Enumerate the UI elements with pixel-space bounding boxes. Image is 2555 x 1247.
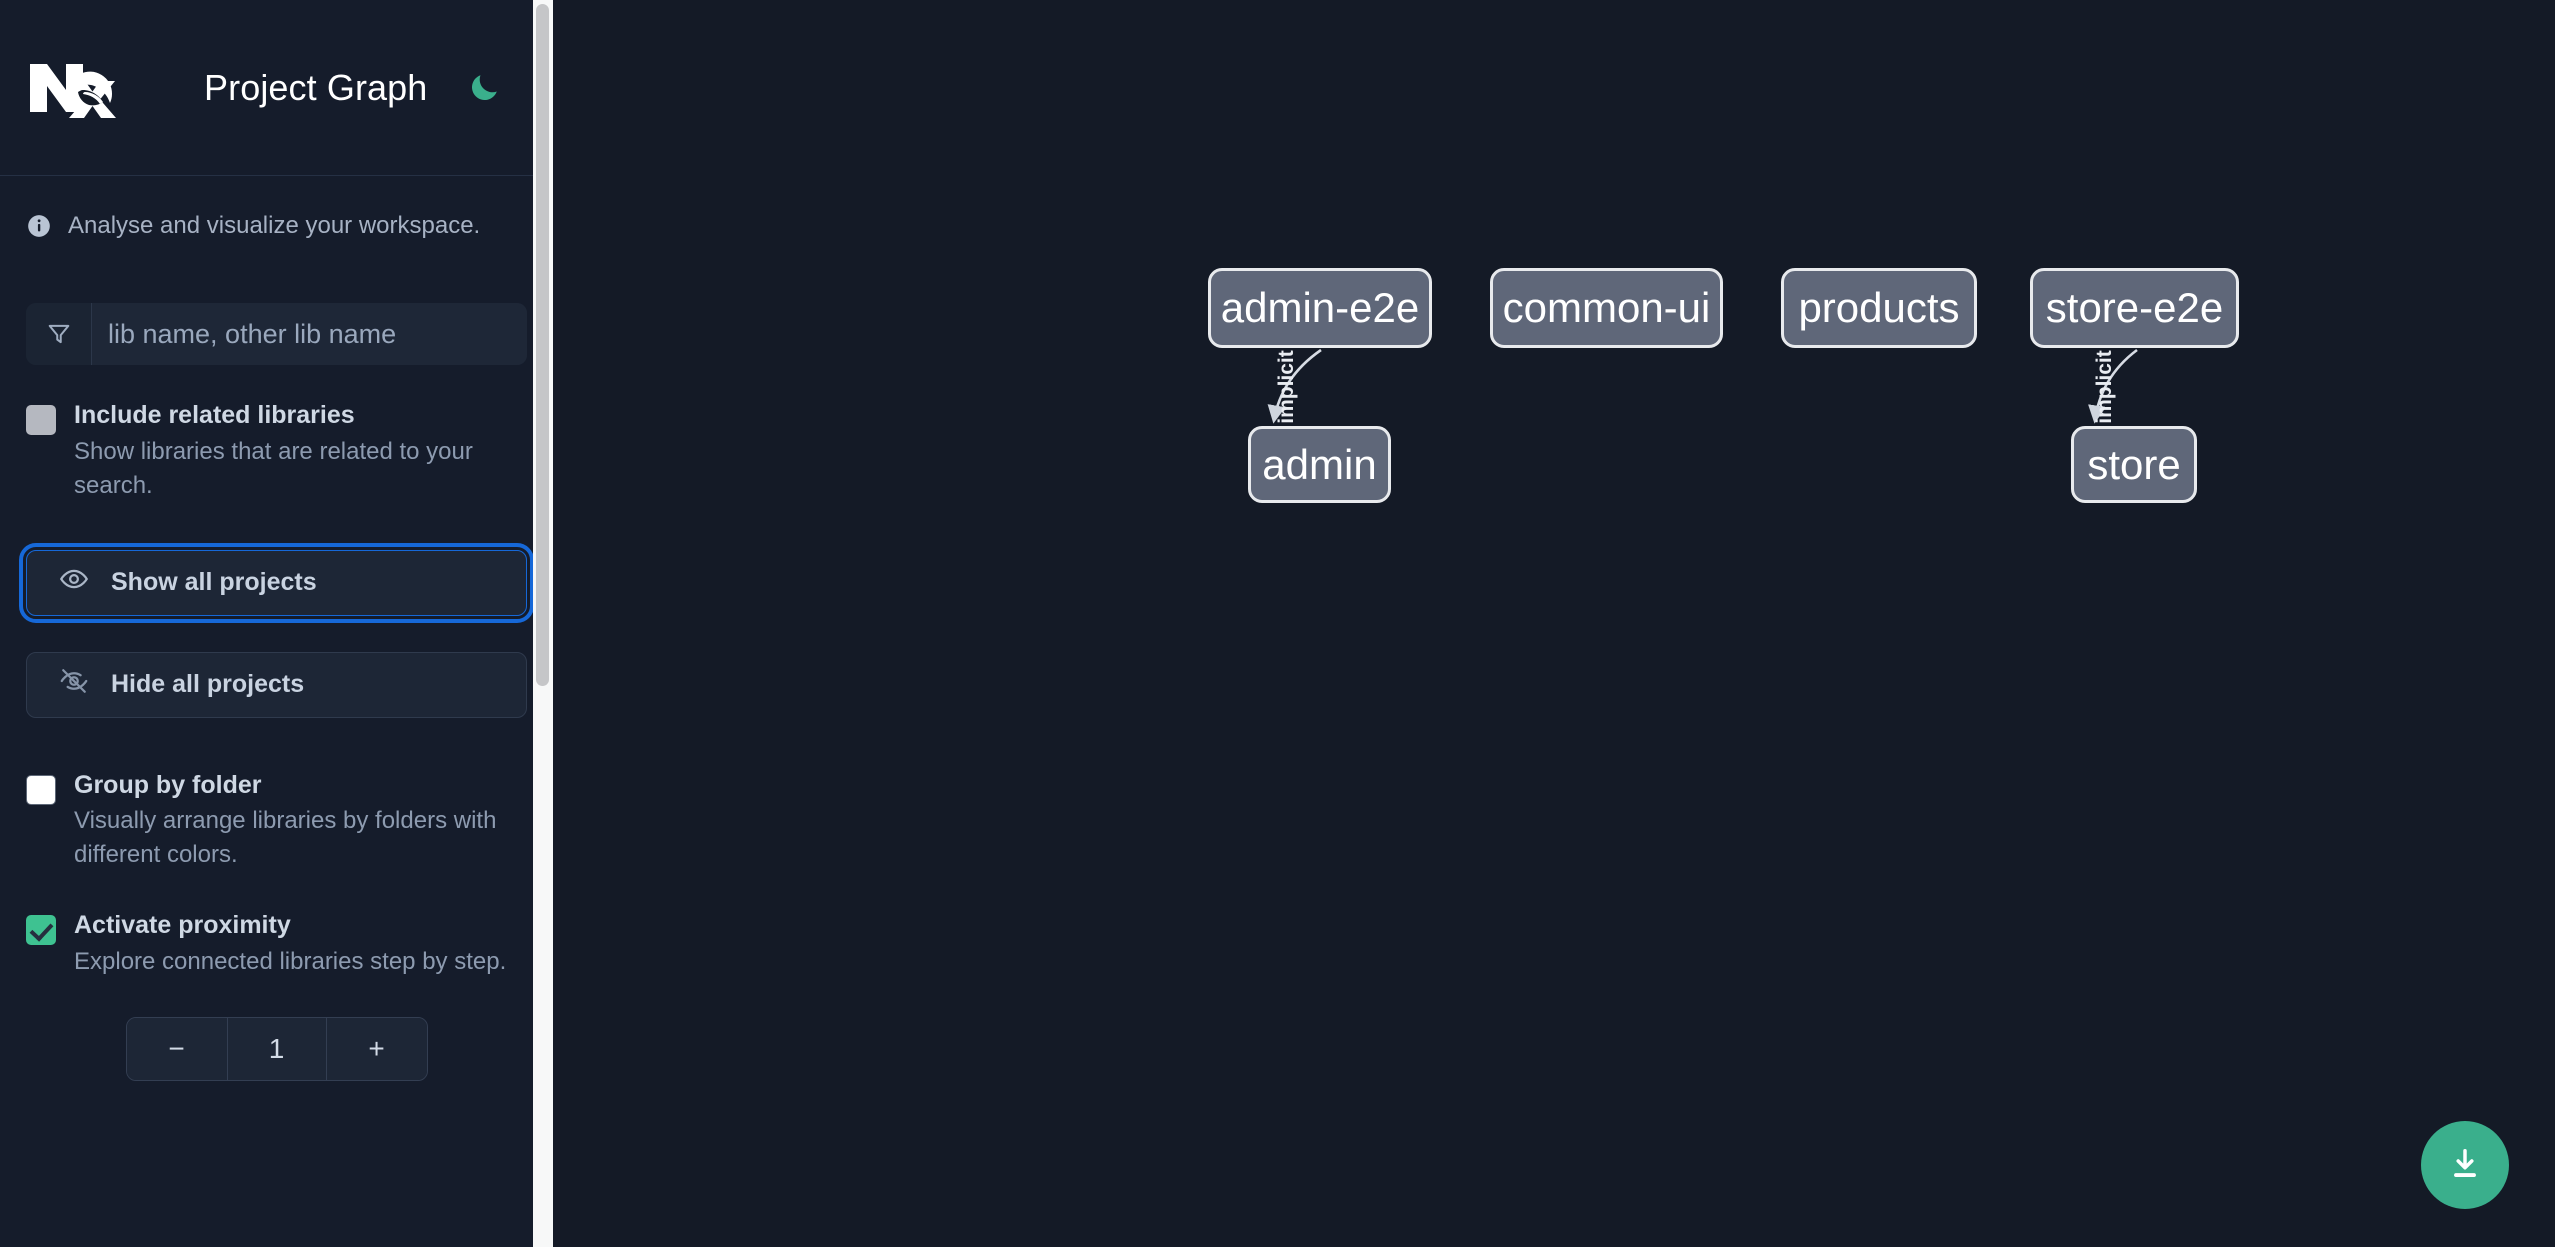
proximity-stepper-wrap: − 1 + <box>26 1016 527 1081</box>
tagline: Analyse and visualize your workspace. <box>26 176 527 250</box>
edge-label-store-implicit: implicit <box>2092 350 2116 424</box>
project-visibility-buttons: Show all projects Hide all projects <box>19 542 534 718</box>
option-description: Explore connected libraries step by step… <box>74 947 507 975</box>
proximity-increment-button[interactable]: + <box>326 1017 427 1080</box>
show-all-projects-label: Show all projects <box>111 568 317 597</box>
nx-logo <box>26 58 118 118</box>
graph-node-admin-e2e[interactable]: admin-e2e <box>1208 268 1432 348</box>
sidebar-scrollbar-thumb[interactable] <box>536 4 549 686</box>
proximity-value: 1 <box>226 1017 327 1080</box>
page-title: Project Graph <box>204 66 428 108</box>
info-icon <box>26 213 52 239</box>
checkbox-include-related-libraries[interactable] <box>26 405 56 435</box>
option-title: Group by folder <box>74 770 262 799</box>
graph-node-store-e2e[interactable]: store-e2e <box>2030 268 2239 348</box>
sidebar-header: Project Graph <box>0 0 553 176</box>
show-all-projects-button[interactable]: Show all projects <box>19 542 534 623</box>
graph-node-label: common-ui <box>1502 284 1711 331</box>
option-description: Visually arrange libraries by folders wi… <box>74 807 497 869</box>
sidebar-scrollbar-track[interactable] <box>533 0 553 1247</box>
download-icon <box>2446 1145 2484 1186</box>
proximity-stepper[interactable]: − 1 + <box>125 1016 428 1081</box>
filter-icon <box>26 303 92 365</box>
filter-row[interactable] <box>26 303 527 365</box>
eye-off-icon <box>59 666 89 703</box>
eye-icon <box>59 564 89 601</box>
search-input[interactable] <box>92 303 527 365</box>
graph-node-common-ui[interactable]: common-ui <box>1490 268 1723 348</box>
download-graph-button[interactable] <box>2421 1121 2509 1209</box>
sidebar-body: Analyse and visualize your workspace. In… <box>0 176 553 1081</box>
option-group-by-folder[interactable]: Group by folder Visually arrange librari… <box>26 770 527 873</box>
checkbox-group-by-folder[interactable] <box>26 774 56 805</box>
hide-all-projects-button[interactable]: Hide all projects <box>26 651 527 718</box>
option-include-related-libraries[interactable]: Include related libraries Show libraries… <box>26 400 527 503</box>
moon-icon[interactable] <box>463 67 505 109</box>
hide-all-projects-label: Hide all projects <box>111 670 305 699</box>
graph-node-label: store-e2e <box>2045 284 2224 331</box>
tagline-label: Analyse and visualize your workspace. <box>68 212 481 239</box>
graph-node-admin[interactable]: admin <box>1248 426 1391 503</box>
graph-node-products[interactable]: products <box>1781 268 1977 348</box>
option-title: Activate proximity <box>74 911 291 940</box>
checkbox-activate-proximity[interactable] <box>26 915 56 946</box>
graph-node-label: store <box>2087 440 2181 488</box>
graph-node-label: products <box>1798 284 1960 331</box>
edge-label-admin-implicit: implicit <box>1274 350 1298 424</box>
graph-node-label: admin-e2e <box>1220 284 1420 331</box>
graph-node-label: admin <box>1262 440 1377 488</box>
option-activate-proximity[interactable]: Activate proximity Explore connected lib… <box>26 910 527 979</box>
sidebar: Project Graph Analyse and visualize your… <box>0 0 553 1247</box>
graph-edges <box>1267 348 2138 424</box>
option-description: Show libraries that are related to your … <box>74 437 473 499</box>
graph-node-store[interactable]: store <box>2071 426 2197 503</box>
option-title: Include related libraries <box>74 401 355 429</box>
graph-canvas[interactable]: implicit implicit admin-e2e common-ui pr… <box>553 0 2555 1247</box>
proximity-decrement-button[interactable]: − <box>126 1017 227 1080</box>
